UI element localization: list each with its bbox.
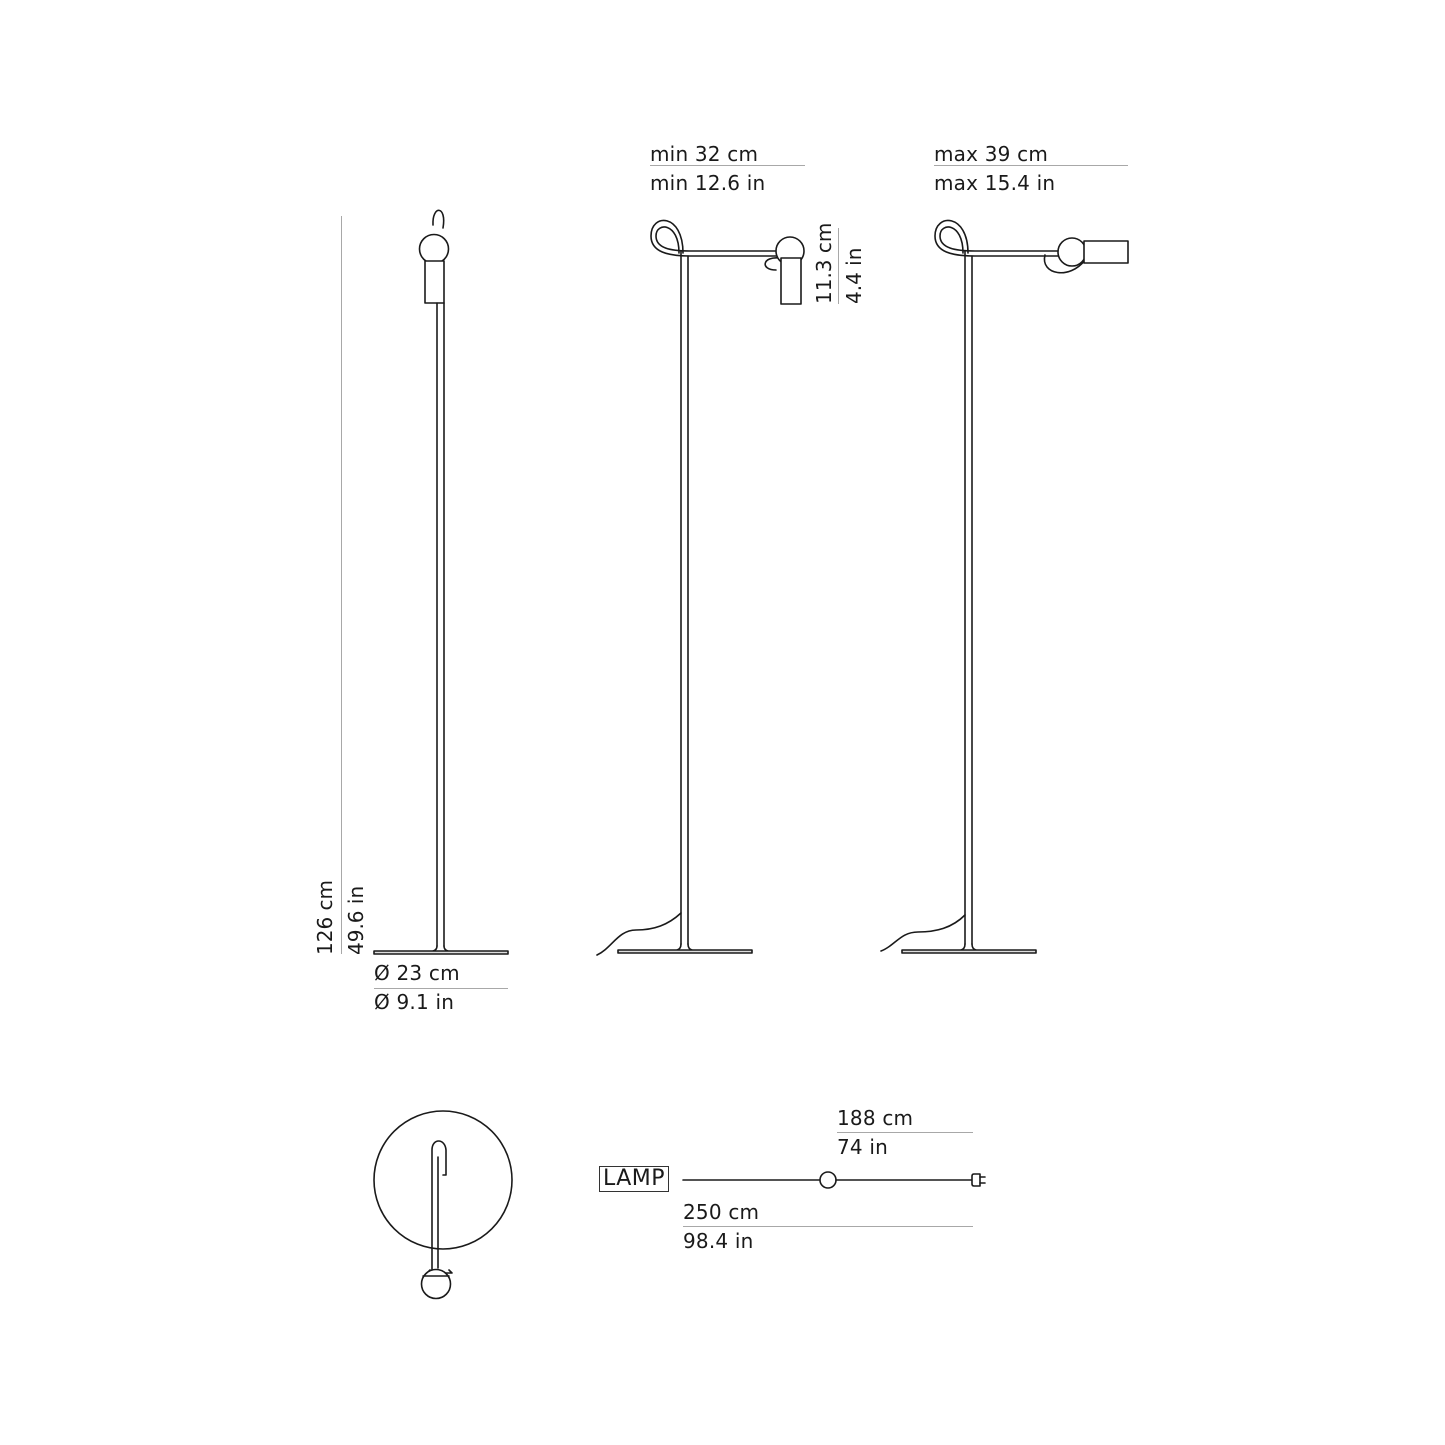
head-height-rule xyxy=(838,228,839,304)
head-height-cm-label: 11.3 cm xyxy=(812,222,836,304)
max-reach-cm-label: max 39 cm xyxy=(934,142,1049,166)
height-in-label: 49.6 in xyxy=(344,885,368,955)
inline-switch-icon xyxy=(819,1171,837,1189)
switch-distance-cm-label: 188 cm xyxy=(837,1106,914,1130)
total-length-in-label: 98.4 in xyxy=(683,1229,754,1253)
total-length-cm-label: 250 cm xyxy=(683,1200,760,1224)
height-dimension-rule xyxy=(341,216,342,954)
switch-distance-in-label: 74 in xyxy=(837,1135,889,1159)
lamp-label-box: LAMP xyxy=(599,1166,670,1192)
min-reach-in-label: min 12.6 in xyxy=(650,171,766,195)
side-view-min-lamp xyxy=(596,219,805,956)
base-diameter-in-label: Ø 9.1 in xyxy=(374,990,455,1014)
base-diameter-rule xyxy=(374,988,508,989)
front-view-lamp xyxy=(373,209,509,955)
plug-icon xyxy=(971,1173,986,1187)
max-reach-rule xyxy=(934,165,1128,166)
min-reach-cm-label: min 32 cm xyxy=(650,142,759,166)
head-height-in-label: 4.4 in xyxy=(842,247,866,304)
switch-distance-rule xyxy=(837,1132,973,1133)
height-cm-label: 126 cm xyxy=(313,879,337,955)
min-reach-rule xyxy=(650,165,805,166)
top-view-lamp xyxy=(373,1110,513,1300)
cable-diagram xyxy=(682,1171,986,1189)
side-view-max-lamp xyxy=(880,219,1129,954)
max-reach-in-label: max 15.4 in xyxy=(934,171,1056,195)
base-diameter-cm-label: Ø 23 cm xyxy=(374,961,460,985)
total-length-rule xyxy=(683,1226,973,1227)
